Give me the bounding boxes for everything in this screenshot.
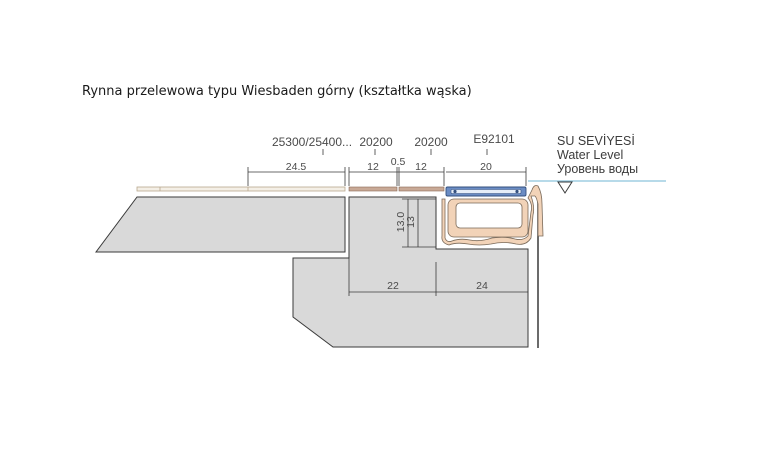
grating-code-label: 25300/25400... [272,135,352,149]
dim-step-height-a: 13.0 [395,212,407,233]
page-title: Rynna przelewowa typu Wiesbaden górny (k… [82,84,472,99]
water-level-label-ru: Уровень воды [557,162,638,176]
tile-1-code-label: 20200 [359,135,393,149]
dim-joint-gap: 0.5 [391,156,406,168]
profile-code-label: E92101 [473,132,515,146]
deck-slab [95,196,346,253]
dim-grating-width: 24.5 [286,161,307,173]
dim-lower-left-width: 22 [387,280,399,292]
gutter-channel [455,202,523,229]
tile-2 [398,186,445,192]
gutter-profile [441,185,544,246]
dim-profile-width: 20 [480,161,492,173]
grating-strip [136,186,346,192]
water-level-label-tr: SU SEVİYESİ [557,134,635,148]
tile-2-code-label: 20200 [414,135,448,149]
dimension-lines [247,149,529,296]
dim-lower-right-width: 24 [476,280,488,292]
dim-tile-1-width: 12 [367,161,379,173]
water-level-label-en: Water Level [557,148,623,162]
water-level-marker [557,181,573,194]
tile-1 [348,186,398,192]
dim-step-height-b: 13 [405,216,417,228]
gutter-body [292,196,529,348]
dim-tile-2-width: 12 [415,161,427,173]
